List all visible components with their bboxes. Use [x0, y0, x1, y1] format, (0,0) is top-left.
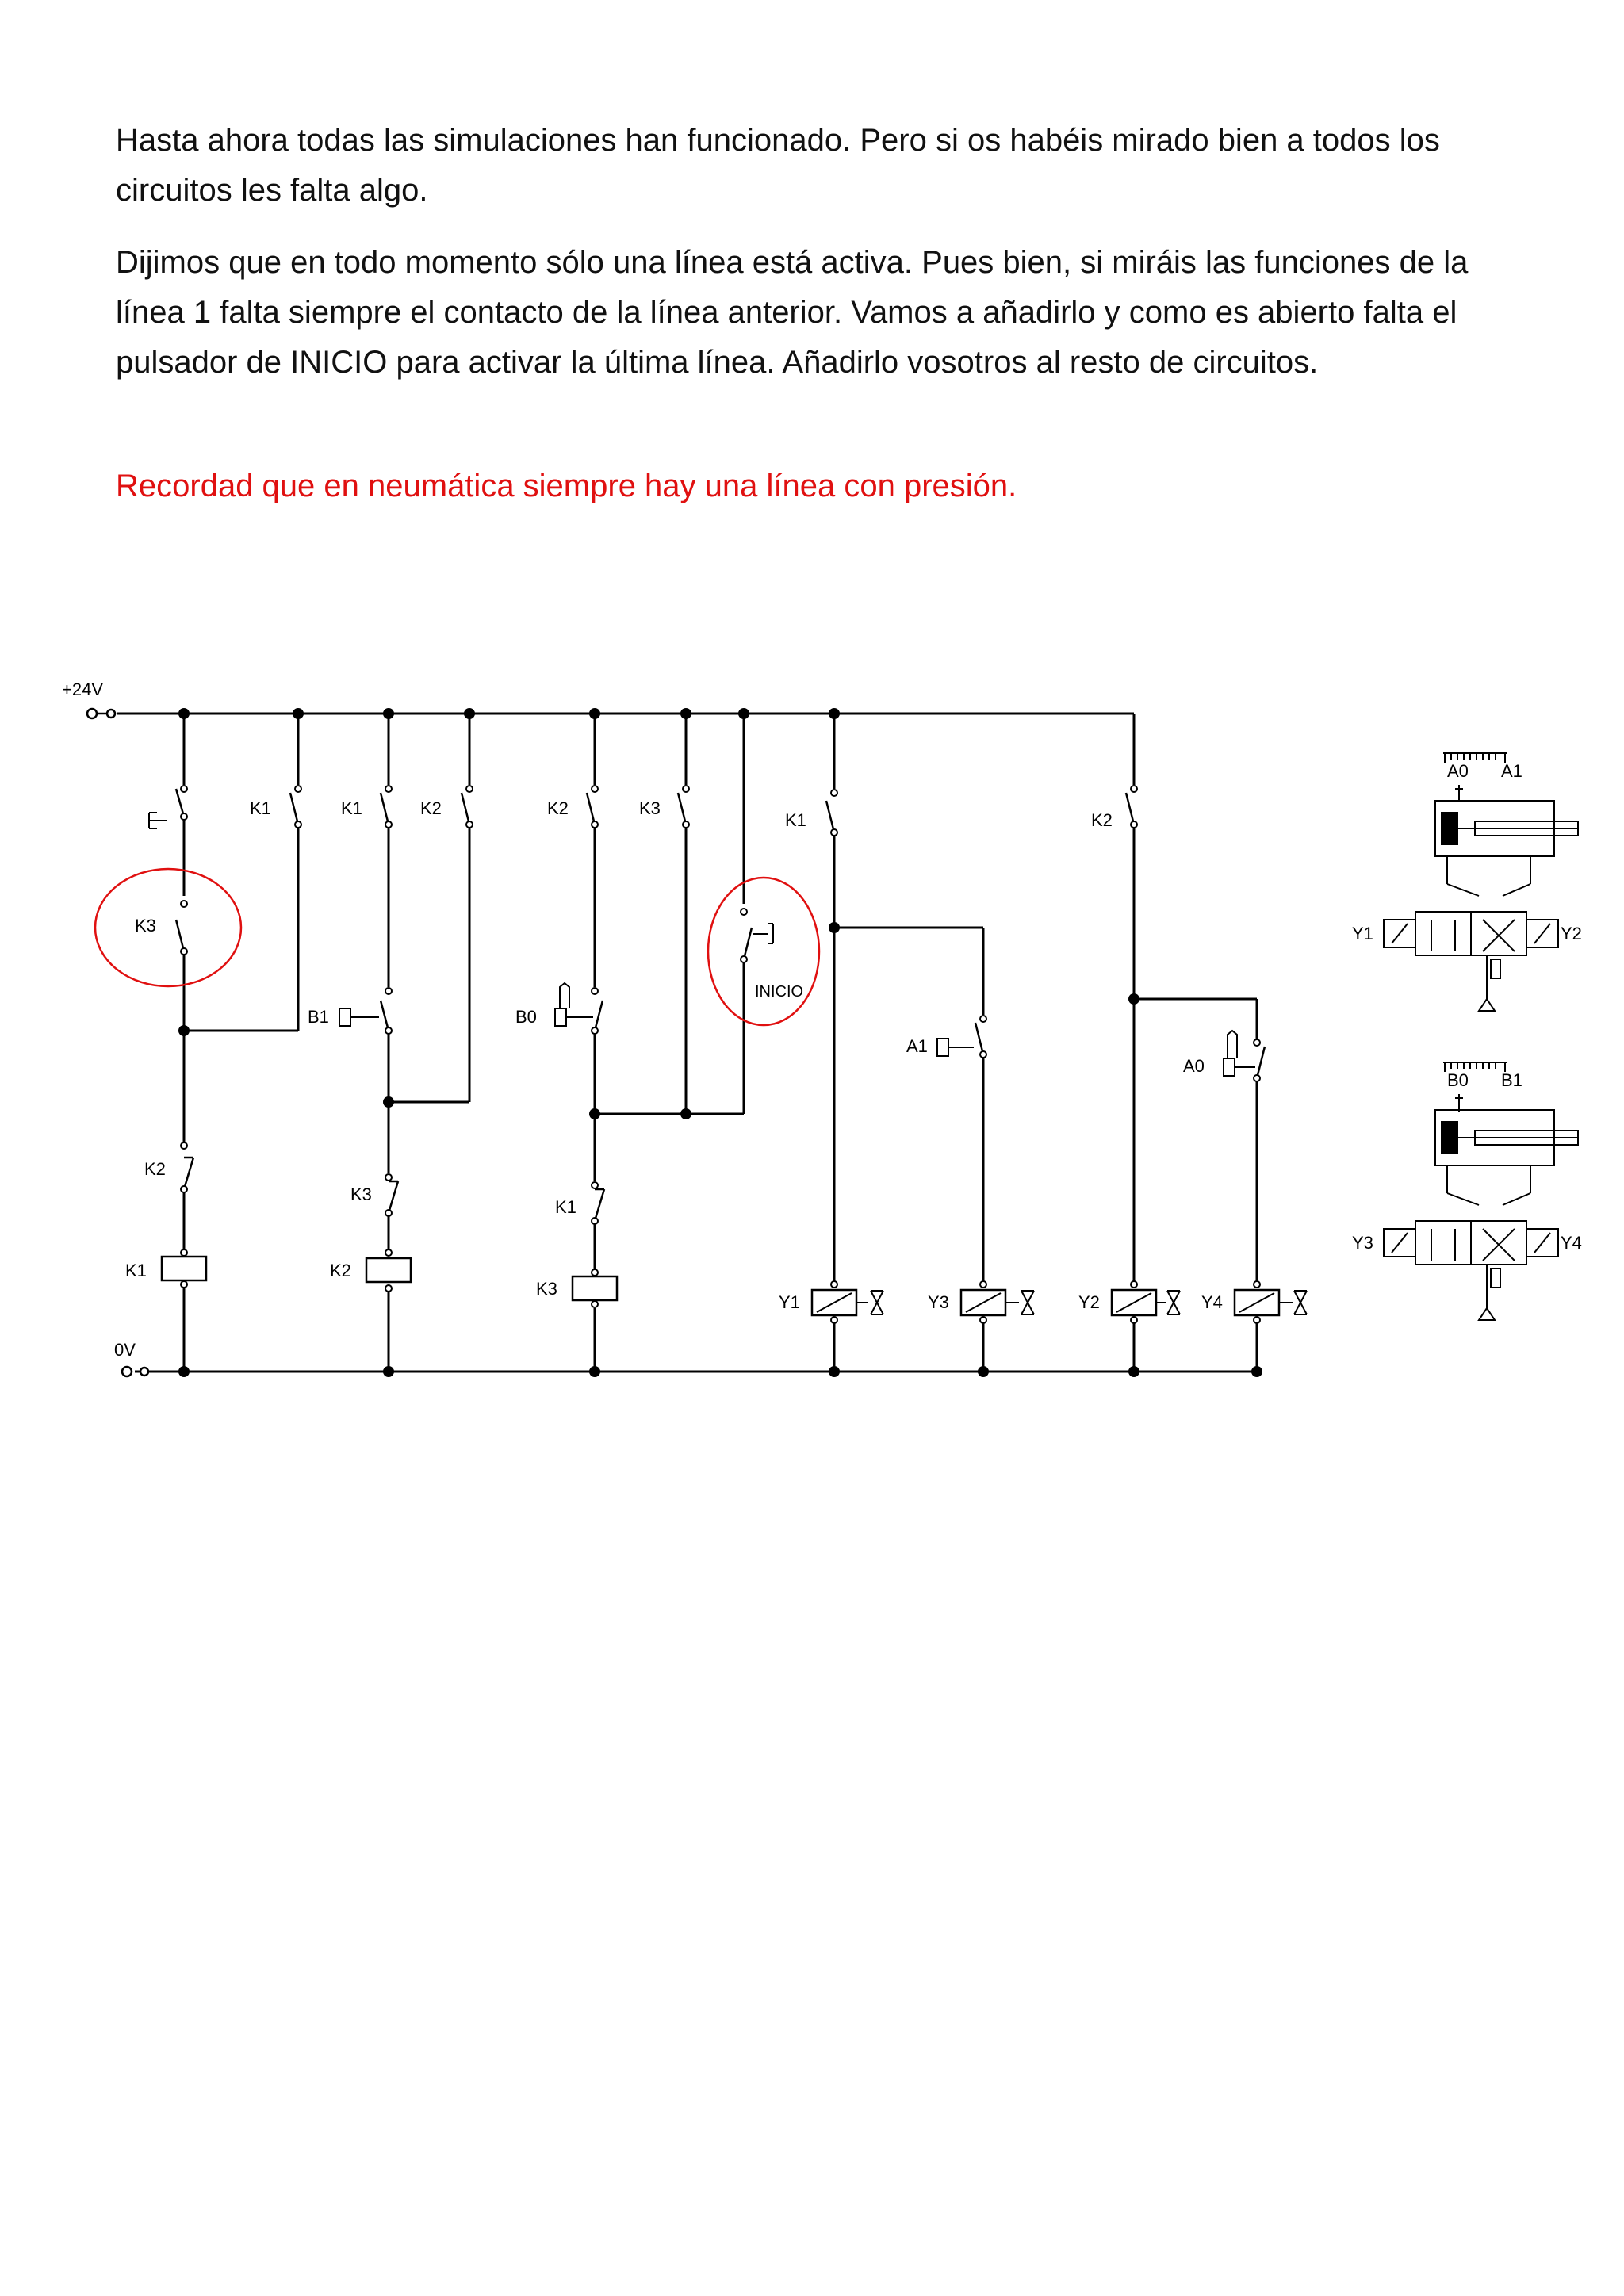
label-r3-k1: K1 — [341, 798, 362, 818]
label-r5-b0: B0 — [515, 1007, 537, 1027]
label-r8-a1: A1 — [906, 1036, 928, 1056]
sensor-a1-icon — [936, 1038, 949, 1057]
label-r1-k3: K3 — [135, 916, 156, 936]
cyl-b-sensor-right: B1 — [1501, 1070, 1522, 1090]
sensor-b1-icon — [339, 1008, 351, 1027]
label-r3-k3: K3 — [350, 1184, 372, 1204]
label-r1-k2: K2 — [144, 1159, 166, 1179]
label-r8-y1: Y1 — [779, 1292, 800, 1312]
label-r5-k1: K1 — [555, 1197, 576, 1217]
label-r10-a0: A0 — [1183, 1056, 1205, 1076]
paragraph-reminder: Recordad que en neumática siempre hay un… — [116, 469, 1017, 503]
paragraph-explanation: Dijimos que en todo momento sólo una lín… — [116, 245, 1469, 380]
label-r10-k2: K2 — [1091, 810, 1113, 830]
label-r5-coil: K3 — [536, 1279, 557, 1299]
label-inicio: INICIO — [755, 983, 803, 1001]
label-r3-k2: K2 — [420, 798, 442, 818]
coil-k3 — [571, 1275, 619, 1302]
cyl-a-sensor-right: A1 — [1501, 761, 1522, 781]
label-r6-k3: K3 — [639, 798, 661, 818]
label-r8-k1: K1 — [785, 810, 806, 830]
pushbutton-icon — [148, 812, 167, 829]
cylinder-a-group: A0 A1 Y1 Y2 — [1352, 752, 1582, 1012]
label-r3-b1: B1 — [308, 1007, 329, 1027]
highlight-k3-contact — [94, 867, 243, 988]
label-r5-k2: K2 — [547, 798, 569, 818]
cyl-a-valve-left: Y1 — [1352, 924, 1373, 943]
coil-k1 — [160, 1255, 208, 1282]
supply-label: +24V — [62, 679, 103, 699]
cyl-b-valve-left: Y3 — [1352, 1233, 1373, 1253]
cyl-a-sensor-left: A0 — [1447, 761, 1469, 781]
highlight-inicio-button — [707, 876, 821, 1027]
sensor-b0-icon — [554, 1008, 567, 1027]
sensor-a0-icon — [1223, 1058, 1235, 1077]
cyl-a-valve-right: Y2 — [1561, 924, 1582, 943]
label-r10-y2: Y2 — [1078, 1292, 1100, 1312]
label-r2-k1: K1 — [250, 798, 271, 818]
ground-label: 0V — [114, 1340, 136, 1360]
cylinder-b-group: B0 B1 Y3 Y4 — [1352, 1062, 1582, 1321]
paragraph-intro: Hasta ahora todas las simulaciones han f… — [116, 123, 1440, 208]
label-r3-coil: K2 — [330, 1261, 351, 1280]
label-r1-coil: K1 — [125, 1261, 147, 1280]
inicio-pushbutton-icon — [753, 923, 774, 944]
label-r8-y3: Y3 — [928, 1292, 949, 1312]
coil-k2 — [365, 1257, 412, 1284]
cyl-b-sensor-left: B0 — [1447, 1070, 1469, 1090]
cyl-b-valve-right: Y4 — [1561, 1233, 1582, 1253]
label-r10-y4: Y4 — [1201, 1292, 1223, 1312]
